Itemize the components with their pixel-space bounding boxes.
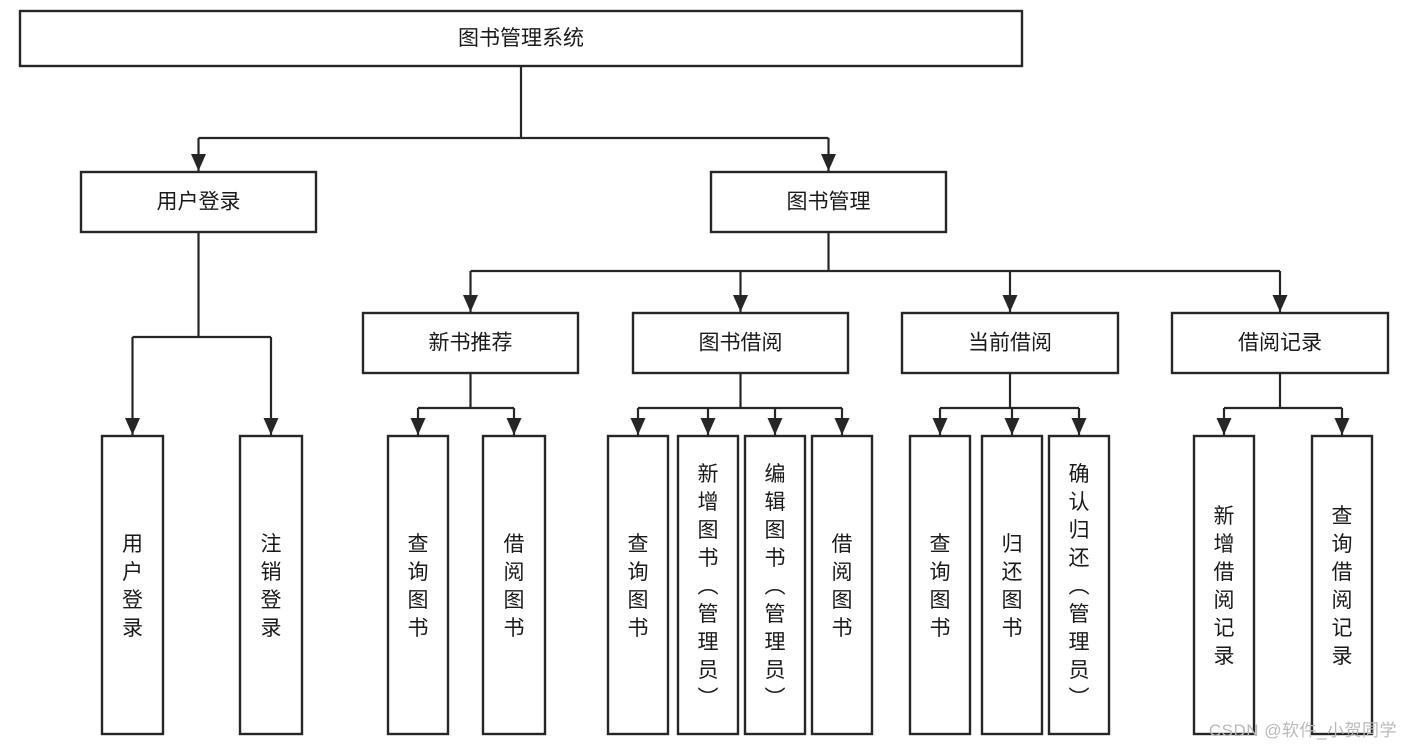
node-level2-1[interactable]: 图书管理 (709, 170, 948, 234)
node-label: 注销登录 (261, 533, 282, 640)
node-label: 查询借阅记录 (1332, 505, 1353, 668)
node-label: 当前借阅 (968, 332, 1052, 355)
connectors-layer (125, 66, 1350, 435)
arrow-head (630, 418, 646, 435)
node-leaf-6[interactable]: 编辑图书︵管理员︶ (743, 434, 807, 736)
node-label: 查询图书 (628, 533, 649, 640)
node-label: 查询图书 (408, 533, 429, 640)
node-label: 新增图书︵管理员︶ (698, 463, 719, 710)
node-box[interactable] (676, 434, 740, 736)
arrow-head (410, 418, 426, 435)
node-box[interactable] (631, 311, 850, 375)
node-box[interactable] (1310, 434, 1374, 736)
node-label: 新书推荐 (429, 332, 513, 355)
arrow-head (1334, 418, 1350, 435)
node-label: 图书管理 (787, 191, 871, 214)
node-box[interactable] (361, 311, 580, 375)
node-box[interactable] (238, 434, 304, 736)
node-box[interactable] (100, 434, 165, 736)
node-leaf-9[interactable]: 归还图书 (980, 434, 1044, 736)
node-box[interactable] (1192, 434, 1256, 736)
node-label: 借阅图书 (832, 533, 853, 640)
node-level3-3[interactable]: 借阅记录 (1170, 311, 1390, 375)
node-label: 确认归还︵管理员︶ (1069, 463, 1090, 710)
node-level2-0[interactable]: 用户登录 (79, 170, 318, 234)
arrow-head (821, 154, 836, 171)
arrow-head (506, 418, 522, 435)
node-box[interactable] (743, 434, 807, 736)
arrow-head (767, 418, 783, 435)
node-leaf-11[interactable]: 新增借阅记录 (1192, 434, 1256, 736)
node-box[interactable] (18, 9, 1024, 68)
node-box[interactable] (481, 434, 547, 736)
node-leaf-3[interactable]: 借阅图书 (481, 434, 547, 736)
node-box[interactable] (606, 434, 670, 736)
node-box[interactable] (1170, 311, 1390, 375)
node-box[interactable] (810, 434, 874, 736)
node-box[interactable] (900, 311, 1120, 375)
arrow-head (1004, 418, 1020, 435)
node-leaf-5[interactable]: 新增图书︵管理员︶ (676, 434, 740, 736)
arrow-head (263, 418, 279, 435)
arrow-head (125, 418, 140, 435)
arrow-head (1272, 295, 1288, 312)
node-label: 图书借阅 (699, 332, 783, 355)
node-label: 用户登录 (157, 191, 241, 214)
node-box[interactable] (1047, 434, 1111, 736)
node-label: 借阅图书 (504, 533, 525, 640)
arrow-head (1002, 295, 1018, 312)
node-root-图书管理系统[interactable]: 图书管理系统 (18, 9, 1024, 68)
node-box[interactable] (980, 434, 1044, 736)
arrow-head (463, 295, 478, 312)
node-label: 归还图书 (1002, 533, 1023, 640)
node-label: 图书管理系统 (458, 27, 584, 50)
node-leaf-1[interactable]: 注销登录 (238, 434, 304, 736)
node-leaf-10[interactable]: 确认归还︵管理员︶ (1047, 434, 1111, 736)
arrow-head (700, 418, 716, 435)
node-box[interactable] (386, 434, 450, 736)
node-level3-2[interactable]: 当前借阅 (900, 311, 1120, 375)
node-leaf-4[interactable]: 查询图书 (606, 434, 670, 736)
node-label: 查询图书 (930, 533, 951, 640)
node-box[interactable] (709, 170, 948, 234)
node-label: 新增借阅记录 (1214, 505, 1235, 668)
arrow-head (1071, 418, 1087, 435)
node-leaf-2[interactable]: 查询图书 (386, 434, 450, 736)
node-leaf-0[interactable]: 用户登录 (100, 434, 165, 736)
node-label: 编辑图书︵管理员︶ (765, 463, 786, 710)
arrow-head (191, 154, 206, 171)
arrow-head (1216, 418, 1232, 435)
arrow-head (834, 418, 850, 435)
node-leaf-8[interactable]: 查询图书 (908, 434, 972, 736)
nodes-layer: 图书管理系统用户登录图书管理新书推荐图书借阅当前借阅借阅记录用户登录注销登录查询… (18, 9, 1390, 736)
node-level3-0[interactable]: 新书推荐 (361, 311, 580, 375)
node-box[interactable] (908, 434, 972, 736)
node-box[interactable] (79, 170, 318, 234)
node-leaf-7[interactable]: 借阅图书 (810, 434, 874, 736)
node-leaf-12[interactable]: 查询借阅记录 (1310, 434, 1374, 736)
arrow-head (932, 418, 948, 435)
node-label: 用户登录 (122, 533, 143, 640)
node-label: 借阅记录 (1238, 332, 1322, 355)
node-level3-1[interactable]: 图书借阅 (631, 311, 850, 375)
arrow-head (733, 295, 748, 312)
